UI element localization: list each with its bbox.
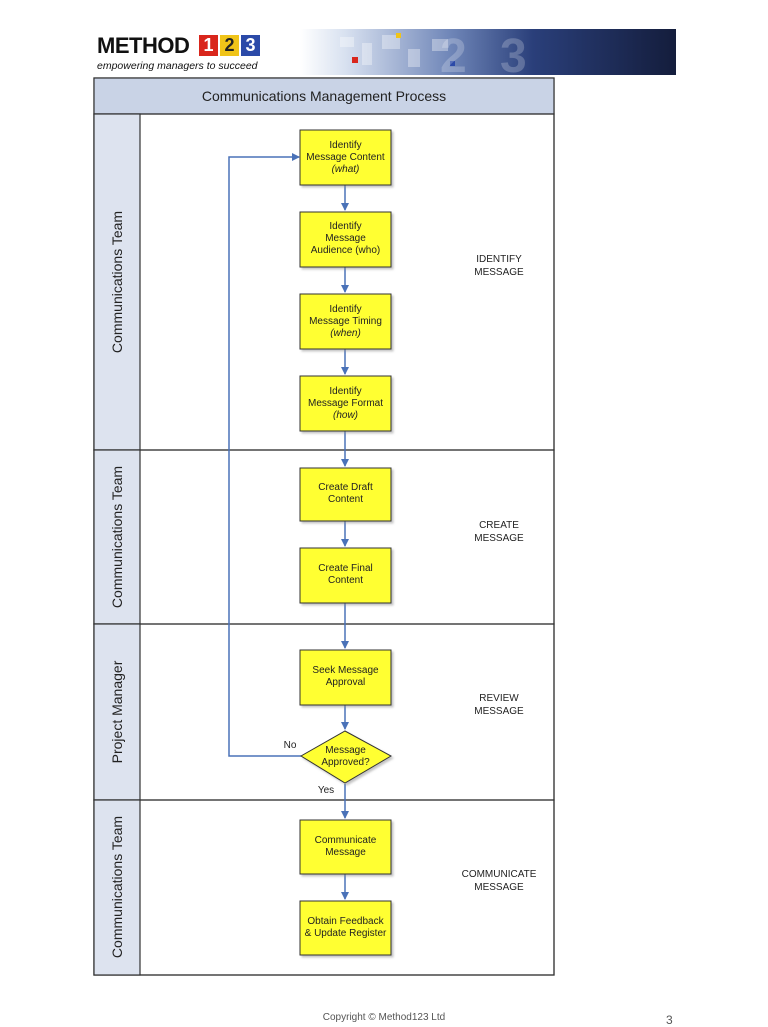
- step-text: Obtain Feedback: [307, 916, 384, 927]
- phase-label: CREATE: [479, 520, 519, 531]
- step-text: Communicate: [315, 835, 377, 846]
- step-text: Create Draft: [318, 482, 373, 493]
- step-text: Audience (who): [311, 245, 380, 256]
- phase-label: COMMUNICATE: [462, 869, 537, 880]
- step-text: & Update Register: [305, 928, 387, 939]
- decision-message-approved: Message Approved?: [300, 730, 393, 784]
- connectors: [228, 153, 349, 900]
- logo-tagline: empowering managers to succeed: [97, 60, 258, 72]
- decision-no-label: No: [284, 740, 297, 751]
- diagram-title-bar: [93, 77, 555, 115]
- step-text: Message Format: [308, 398, 383, 409]
- lane-role-label: Communications Team: [109, 211, 125, 353]
- step-text: (what): [332, 164, 360, 175]
- step-text: Identify: [329, 140, 361, 151]
- phase-label: REVIEW: [479, 693, 519, 704]
- step-text: Identify: [329, 304, 361, 315]
- header-banner: 2 3: [300, 29, 676, 75]
- step-text: (when): [330, 328, 361, 339]
- step-create-draft: Create Draft Content: [299, 467, 392, 522]
- logo-digit-1: 1: [199, 35, 218, 56]
- logo-digit-2: 2: [220, 35, 239, 56]
- lane-4: Communications Team COMMUNICATE MESSAGE: [93, 799, 555, 976]
- logo-word: METHOD: [97, 33, 190, 58]
- step-text: Identify: [329, 386, 361, 397]
- copyright-footer: Copyright © Method123 Ltd: [322, 1012, 446, 1023]
- step-create-final: Create Final Content: [299, 547, 392, 604]
- step-text: Message: [325, 233, 366, 244]
- step-identify-content: Identify Message Content (what): [299, 129, 392, 186]
- phase-label: MESSAGE: [474, 882, 524, 893]
- lane-2: Communications Team CREATE MESSAGE: [93, 449, 555, 625]
- diagram-title: Communications Management Process: [202, 88, 446, 104]
- step-communicate: Communicate Message: [299, 819, 392, 875]
- step-text: Identify: [329, 221, 361, 232]
- company-logo: METHOD 1 2 3 empowering managers to succ…: [97, 30, 297, 74]
- flow-arrow-no-loop: [228, 153, 301, 757]
- lane-3: Project Manager REVIEW MESSAGE: [93, 623, 555, 801]
- logo-digit-3: 3: [241, 35, 260, 56]
- step-identify-audience: Identify Message Audience (who): [299, 211, 392, 268]
- phase-label: IDENTIFY: [476, 254, 522, 265]
- step-text: Seek Message: [312, 665, 379, 676]
- step-text: Content: [328, 575, 363, 586]
- step-text: Message: [325, 847, 366, 858]
- step-text: Content: [328, 494, 363, 505]
- lane-role-label: Communications Team: [109, 466, 125, 608]
- step-obtain-feedback: Obtain Feedback & Update Register: [299, 900, 392, 956]
- phase-label: MESSAGE: [474, 533, 524, 544]
- step-text: Approval: [326, 677, 365, 688]
- step-text: (how): [333, 410, 358, 421]
- lane-role-label: Communications Team: [109, 816, 125, 958]
- phase-label: MESSAGE: [474, 706, 524, 717]
- step-seek-approval: Seek Message Approval: [299, 649, 392, 706]
- step-identify-timing: Identify Message Timing (when): [299, 293, 392, 350]
- step-text: Message Timing: [309, 316, 382, 327]
- lane-role-label: Project Manager: [109, 660, 125, 763]
- lane-1: Communications Team IDENTIFY MESSAGE: [93, 113, 555, 451]
- page-number: 3: [666, 1013, 673, 1027]
- step-text: Create Final: [318, 563, 372, 574]
- phase-label: MESSAGE: [474, 267, 524, 278]
- step-identify-format: Identify Message Format (how): [299, 375, 392, 432]
- step-text: Message Content: [306, 152, 385, 163]
- decision-yes-label: Yes: [318, 785, 334, 796]
- decision-text: Message: [325, 745, 366, 756]
- decision-text: Approved?: [321, 757, 370, 768]
